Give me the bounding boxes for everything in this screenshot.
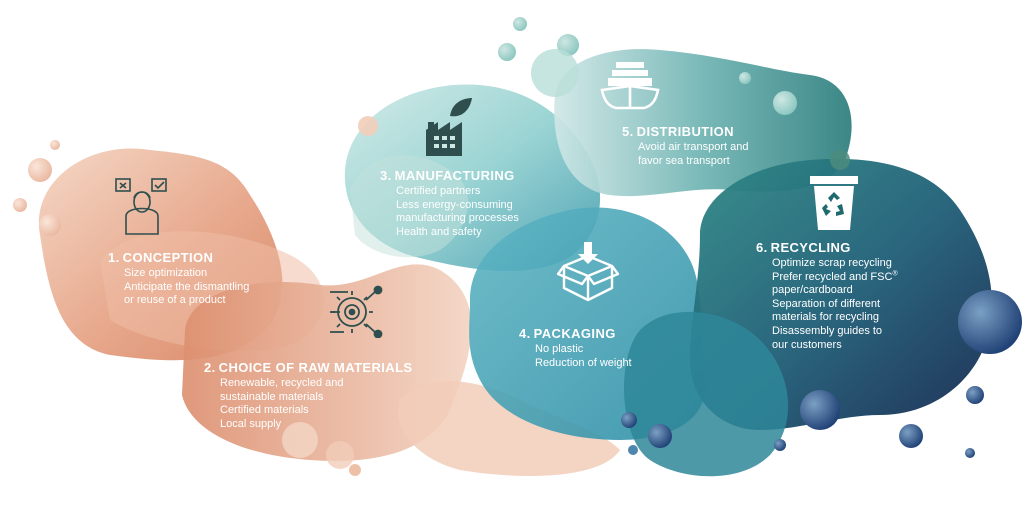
stage-line: Avoid air transport and [638,141,749,153]
recycle-bin-icon [810,176,858,230]
stage-title: 5.DISTRIBUTION [622,124,748,139]
stage-number: 5. [622,124,634,139]
stage-line: Reduction of weight [535,356,632,369]
ship-icon [600,62,660,110]
stage-line: Size optimization [124,267,208,279]
stage-packaging: 4.PACKAGING No plastic Reduction of weig… [519,326,632,370]
stage-line: Less energy-consuming [396,198,513,211]
stage-line: favor sea transport [638,154,730,167]
stage-conception: 1.CONCEPTION Size optimization Anticipat… [108,250,249,308]
stage-title: 2.CHOICE OF RAW MATERIALS [204,360,413,375]
stage-raw-materials: 2.CHOICE OF RAW MATERIALS Renewable, rec… [204,360,413,431]
stage-title-text: RECYCLING [770,240,851,255]
stage-line: Separation of different [772,297,881,310]
stage-line: or reuse of a product [124,294,226,307]
stage-line: Anticipate the dismantling [124,280,250,293]
stage-line: manufacturing processes [396,212,519,225]
stage-line: Optimize scrap recycling [772,257,892,269]
stage-line: Certified partners [396,185,481,197]
stage-title: 3.MANUFACTURING [380,168,519,183]
stage-line: No plastic [535,343,584,355]
stage-distribution: 5.DISTRIBUTION Avoid air transport and f… [622,124,748,168]
stage-number: 6. [756,240,768,255]
box-download-icon [556,242,620,302]
stage-line-text: Prefer recycled and FSC [772,270,893,283]
gear-target-icon [330,285,383,338]
stage-line: Local supply [220,417,282,430]
registered-mark: ® [892,269,898,277]
stage-title: 1.CONCEPTION [108,250,249,265]
bubble [28,158,52,182]
eco-factory-icon [426,98,472,156]
stage-line: Renewable, recycled and [220,377,344,389]
stage-line: paper/cardboard [772,284,853,297]
stage-manufacturing: 3.MANUFACTURING Certified partners Less … [380,168,519,239]
stage-title-text: DISTRIBUTION [636,124,734,139]
stage-number: 1. [108,250,120,265]
stage-line: Certified materials [220,404,309,417]
stage-line: our customers [772,338,842,351]
stage-line: sustainable materials [220,390,324,403]
person-checklist-icon [115,178,167,235]
stage-line: materials for recycling [772,311,879,324]
stage-line: Prefer recycled and FSC® [772,269,898,285]
stage-recycling: 6.RECYCLING Optimize scrap recycling Pre… [756,240,898,352]
stage-title-text: MANUFACTURING [394,168,515,183]
stage-title-text: CONCEPTION [122,250,214,265]
stage-number: 4. [519,326,531,341]
stage-line: Health and safety [396,225,482,238]
stage-number: 2. [204,360,216,375]
stage-line: Disassembly guides to [772,324,883,337]
stage-title: 4.PACKAGING [519,326,632,341]
stage-number: 3. [380,168,392,183]
stage-title: 6.RECYCLING [756,240,898,255]
stage-title-text: PACKAGING [533,326,616,341]
stage-title-text: CHOICE OF RAW MATERIALS [218,360,413,375]
